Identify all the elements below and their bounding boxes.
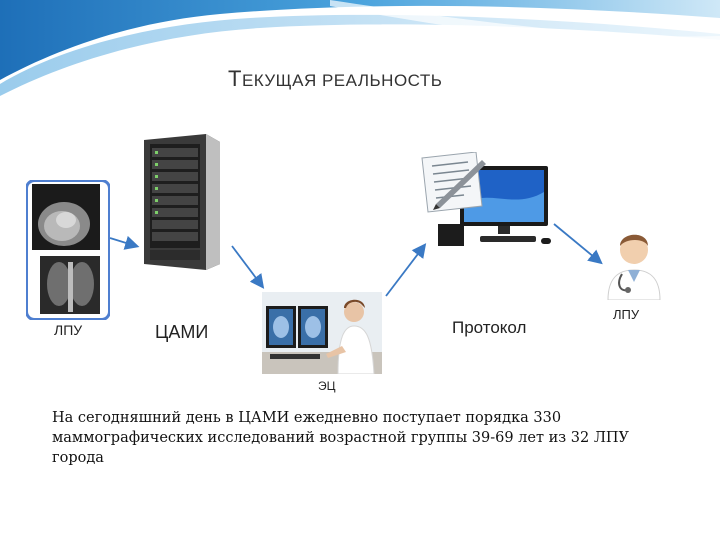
- label-lpu-target: ЛПУ: [613, 307, 640, 322]
- doctor-icon: [607, 234, 661, 300]
- server-rack-icon: [144, 134, 220, 270]
- description-text: На сегодняшний день в ЦАМИ ежедневно пос…: [52, 410, 630, 466]
- arrow-protocol-to-lpu: [553, 223, 603, 265]
- arrow-cami-to-ec: [231, 245, 265, 289]
- header-swoosh: [0, 0, 720, 97]
- arrow-ec-to-protocol: [385, 243, 427, 297]
- radiologist-workstation-icon: [262, 292, 382, 374]
- label-lpu-source: ЛПУ: [54, 322, 83, 338]
- label-protocol: Протокол: [452, 318, 527, 337]
- title-first-letter: Т: [228, 66, 242, 91]
- xray-images-icon: [26, 180, 110, 320]
- label-ec: ЭЦ: [318, 379, 336, 393]
- report-computer-icon: [421, 152, 551, 246]
- slide-title: ТЕКУЩАЯ РЕАЛЬНОСТЬ: [228, 66, 442, 92]
- title-rest: ЕКУЩАЯ РЕАЛЬНОСТЬ: [241, 71, 443, 90]
- arrow-lpu-to-cami: [109, 235, 140, 250]
- label-cami: ЦАМИ: [155, 322, 209, 342]
